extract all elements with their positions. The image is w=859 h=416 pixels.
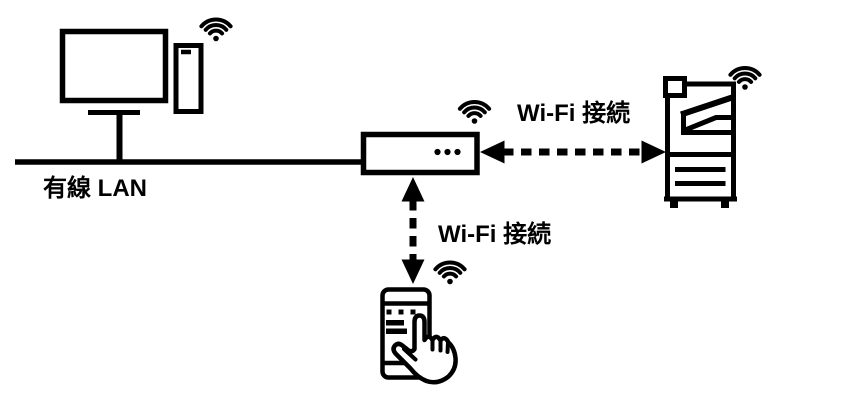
arrowhead-down: [401, 259, 425, 284]
arrowhead-right: [641, 140, 666, 164]
wireless-router-icon: [360, 99, 492, 176]
desktop-computer-icon: [59, 17, 233, 162]
printer-arm: [687, 81, 736, 197]
smartphone-touch-icon: [380, 260, 467, 385]
router-led: [444, 148, 451, 156]
arrowhead-up: [401, 177, 425, 202]
printer-feeder-top: [680, 93, 736, 118]
wifi-signal-icon: [728, 65, 762, 90]
phone-menu-dot: [398, 309, 404, 315]
wired-lan-label: 有線 LAN: [43, 174, 147, 202]
wifi-link-arrow-horizontal: [480, 140, 666, 164]
wifi-connection-label-bottom: Wi-Fi 接続: [438, 220, 551, 248]
arrowhead-left: [480, 140, 505, 164]
phone-menu-dot: [386, 309, 392, 315]
router-led: [454, 148, 461, 156]
wifi-signal-icon: [433, 260, 467, 285]
wifi-link-arrow-vertical: [401, 177, 425, 284]
wifi-signal-icon: [199, 17, 233, 42]
printer-foot: [670, 201, 678, 208]
phone-menu-bar: [386, 328, 407, 334]
wifi-signal-icon: [457, 99, 492, 124]
router-led: [434, 148, 441, 156]
printer-control-panel: [663, 76, 687, 98]
computer-monitor: [59, 28, 169, 104]
printer-feeder-tray: [683, 115, 731, 133]
hand-finger-line: [445, 341, 450, 354]
phone-menu-dot: [410, 309, 416, 315]
wifi-connection-label-right: Wi-Fi 接続: [517, 99, 630, 127]
touch-hand-icon: [391, 313, 458, 385]
multifunction-printer-icon: [663, 65, 762, 208]
printer-foot: [721, 201, 729, 208]
phone-menu-bar: [386, 320, 404, 326]
computer-tower: [173, 43, 204, 114]
hand-thumb-line: [402, 347, 418, 362]
